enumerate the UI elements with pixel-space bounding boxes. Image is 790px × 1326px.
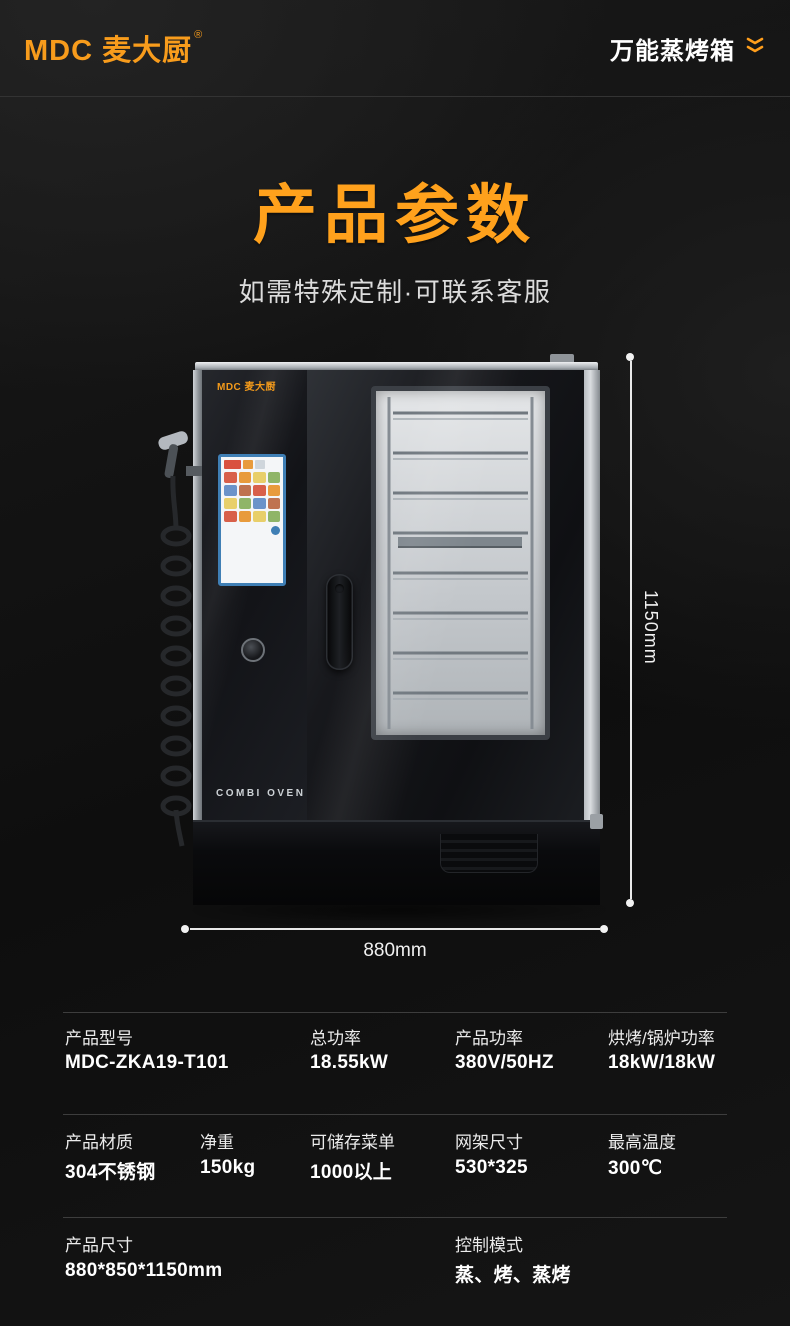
screen-tile <box>253 472 266 483</box>
dim-dot-top <box>626 353 634 361</box>
drip-tray <box>440 834 538 873</box>
screen-tile <box>224 511 237 522</box>
page-subtitle: 如需特殊定制·可联系客服 <box>238 277 552 307</box>
oven-brand-badge: MDC 麦大厨 <box>217 382 277 393</box>
product-figure: MDC 麦大厨 COMBI OVEN <box>0 340 790 990</box>
spec-size-label: 产品尺寸 <box>65 1236 133 1255</box>
spec-max-temp-value: 300℃ <box>608 1158 663 1179</box>
oven-top-edge <box>195 362 598 370</box>
spec-rule-1 <box>63 1012 727 1013</box>
control-knob <box>241 638 265 662</box>
brand-logo: MDC 麦大厨 ® <box>24 27 202 69</box>
screen-menu-grid <box>224 472 280 522</box>
screen-tile <box>267 485 280 496</box>
combi-oven-label: COMBI OVEN <box>216 788 306 799</box>
topbar: MDC 麦大厨 ® 万能蒸烤箱 <box>0 0 790 96</box>
door-latch <box>590 814 603 829</box>
spec-menu-storage-label: 可储存菜单 <box>310 1133 395 1152</box>
combi-oven-image: MDC 麦大厨 COMBI OVEN <box>193 354 603 905</box>
spec-material-value: 304不锈钢 <box>65 1162 156 1183</box>
screen-footer <box>224 525 280 535</box>
screen-tile <box>238 498 251 509</box>
screen-tile <box>253 511 266 522</box>
dim-dot-bottom <box>626 899 634 907</box>
spec-rack-size-label: 网架尺寸 <box>455 1133 523 1152</box>
brand-text: MDC 麦大厨 <box>24 35 193 67</box>
control-panel <box>202 370 307 820</box>
screen-home-button <box>271 525 280 535</box>
header-divider <box>0 96 790 97</box>
spec-rule-3 <box>63 1217 727 1218</box>
page-title: 产品参数 <box>253 179 537 251</box>
spec-size-value: 880*850*1150mm <box>65 1260 223 1281</box>
screen-statusbar <box>224 460 280 469</box>
oven-right-frame <box>584 370 600 905</box>
screen-tile <box>253 498 266 509</box>
oven-base <box>193 820 600 905</box>
spec-material-label: 产品材质 <box>65 1133 133 1152</box>
screen-tile <box>238 485 251 496</box>
spec-voltage-value: 380V/50HZ <box>455 1052 554 1073</box>
oven-door <box>307 370 584 820</box>
oven-left-frame <box>193 370 202 905</box>
screen-tile <box>267 498 280 509</box>
registered-mark: ® <box>194 29 203 41</box>
product-tag: 万能蒸烤箱 <box>610 31 766 66</box>
screen-tile <box>224 485 237 496</box>
spec-rule-2 <box>63 1114 727 1115</box>
screen-tile <box>267 472 280 483</box>
spec-max-temp-label: 最高温度 <box>608 1133 676 1152</box>
height-dimension-line <box>630 361 632 899</box>
touchscreen <box>218 454 286 586</box>
spec-model-label: 产品型号 <box>65 1029 133 1048</box>
dim-dot-right <box>600 925 608 933</box>
door-handle <box>326 574 353 670</box>
spec-bake-boiler-label: 烘烤/锅炉功率 <box>608 1029 715 1048</box>
spec-control-mode-label: 控制模式 <box>455 1236 523 1255</box>
height-dimension-label: 1150mm <box>641 590 661 665</box>
product-tag-text: 万能蒸烤箱 <box>610 37 735 65</box>
screen-tile <box>238 511 251 522</box>
spec-total-power-value: 18.55kW <box>310 1052 389 1073</box>
screen-tile <box>224 498 237 509</box>
spec-total-power-label: 总功率 <box>310 1029 361 1048</box>
screen-tile <box>267 511 280 522</box>
dim-dot-left <box>181 925 189 933</box>
steam-arrows-icon <box>744 35 766 62</box>
screen-tile <box>238 472 251 483</box>
oven-vent <box>550 354 574 362</box>
spec-weight-label: 净重 <box>200 1133 234 1152</box>
spec-voltage-label: 产品功率 <box>455 1029 523 1048</box>
width-dimension-label: 880mm <box>363 940 427 961</box>
spec-rack-size-value: 530*325 <box>455 1157 528 1178</box>
door-window <box>371 386 550 740</box>
spec-model-value: MDC-ZKA19-T101 <box>65 1052 229 1073</box>
width-dimension-line <box>190 928 600 930</box>
spec-menu-storage-value: 1000以上 <box>310 1162 393 1183</box>
spec-bake-boiler-value: 18kW/18kW <box>608 1052 716 1073</box>
screen-tile <box>253 485 266 496</box>
spec-control-mode-value: 蒸、烤、蒸烤 <box>455 1265 571 1286</box>
spec-weight-value: 150kg <box>200 1157 256 1178</box>
screen-tile <box>224 472 237 483</box>
rack-shelves <box>387 397 534 729</box>
